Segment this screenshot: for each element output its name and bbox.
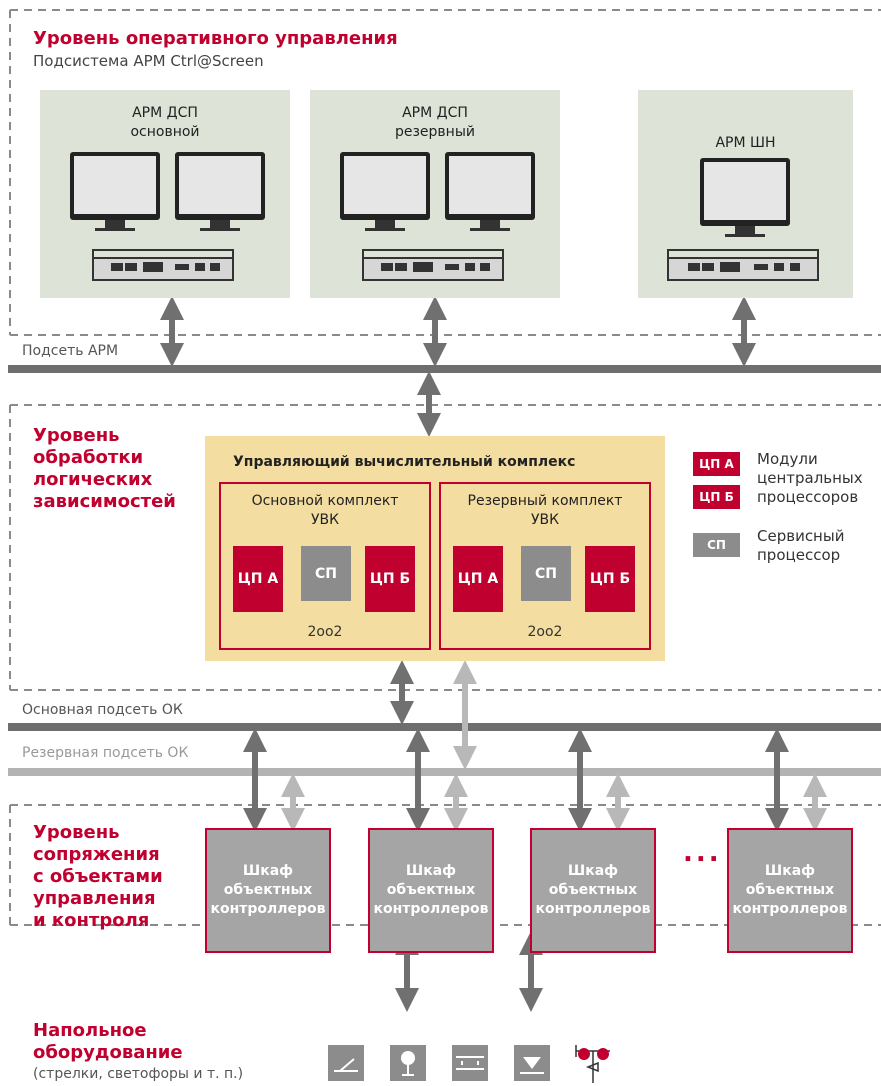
level-title-logic: Уровень обработки логических зависимосте…	[33, 425, 176, 512]
crossing-icon	[514, 1045, 550, 1081]
arm-network-bus	[8, 365, 881, 373]
uvk-complex: Управляющий вычислительный комплекс Осно…	[205, 436, 665, 661]
field-note: (стрелки, светофоры и т. п.)	[33, 1066, 244, 1082]
level-title-field: Напольное оборудование	[33, 1020, 183, 1063]
cpu-b: ЦП Б	[365, 546, 415, 612]
workstation-hardware-icon	[667, 158, 819, 281]
cpu-a: ЦП А	[233, 546, 283, 612]
workstation-title: АРМ ДСП резервный	[394, 105, 475, 140]
redundancy-label: 2oo2	[527, 624, 563, 640]
set-title: Резервный комплект УВК	[467, 493, 623, 528]
level-subtitle-operational: Подсистема АРМ Ctrl@Screen	[33, 52, 264, 70]
cpu-a: ЦП А	[453, 546, 503, 612]
workstation-hardware-icon	[340, 152, 535, 281]
reserve-network-label: Резервная подсеть ОК	[22, 745, 189, 761]
workstation-title: АРМ ШН	[715, 135, 776, 151]
legend-sp-badge: СП	[693, 533, 740, 557]
redundancy-label: 2oo2	[307, 624, 343, 640]
track-circuit-icon	[452, 1045, 488, 1081]
service-processor: СП	[301, 546, 351, 601]
level-title-operational: Уровень оперативного управления	[33, 28, 398, 49]
switch-icon	[328, 1045, 364, 1081]
reserve-network-bus	[8, 768, 881, 776]
set-title: Основной комплект УВК	[251, 493, 399, 528]
level-title-interface: Уровень сопряжения с объектами управлени…	[33, 822, 163, 931]
legend-cpu-a-badge: ЦП А	[693, 452, 740, 476]
arm-arrows	[160, 296, 756, 725]
workstation-title: АРМ ДСП основной	[130, 105, 200, 140]
main-network-label: Основная подсеть ОК	[22, 702, 183, 718]
legend-cpu-b-badge: ЦП Б	[693, 485, 740, 509]
semaphore-icon	[575, 1045, 610, 1083]
ellipsis: ...	[683, 838, 722, 868]
main-network-bus	[8, 723, 881, 731]
legend-cpu-text: Модули центральных процессоров	[757, 450, 863, 506]
cpu-b: ЦП Б	[585, 546, 635, 612]
workstation-shn: АРМ ШН	[638, 90, 853, 298]
uvk-title: Управляющий вычислительный комплекс	[233, 454, 576, 470]
signal-icon	[390, 1045, 426, 1081]
uvk-main-set: Основной комплект УВК ЦП А СП ЦП Б 2oo2	[219, 482, 431, 650]
workstation-dsp-reserve: АРМ ДСП резервный	[310, 90, 560, 298]
workstation-dsp-main: АРМ ДСП основной	[40, 90, 290, 298]
cabinet-reserve-arrows	[281, 773, 827, 832]
legend-sp-text: Сервисный процессор	[757, 527, 845, 564]
arm-network-label: Подсеть АРМ	[22, 343, 119, 359]
workstation-hardware-icon	[70, 152, 265, 281]
cabinet-main-arrows	[243, 728, 789, 832]
service-processor: СП	[521, 546, 571, 601]
uvk-reserve-set: Резервный комплект УВК ЦП А СП ЦП Б 2oo2	[439, 482, 651, 650]
